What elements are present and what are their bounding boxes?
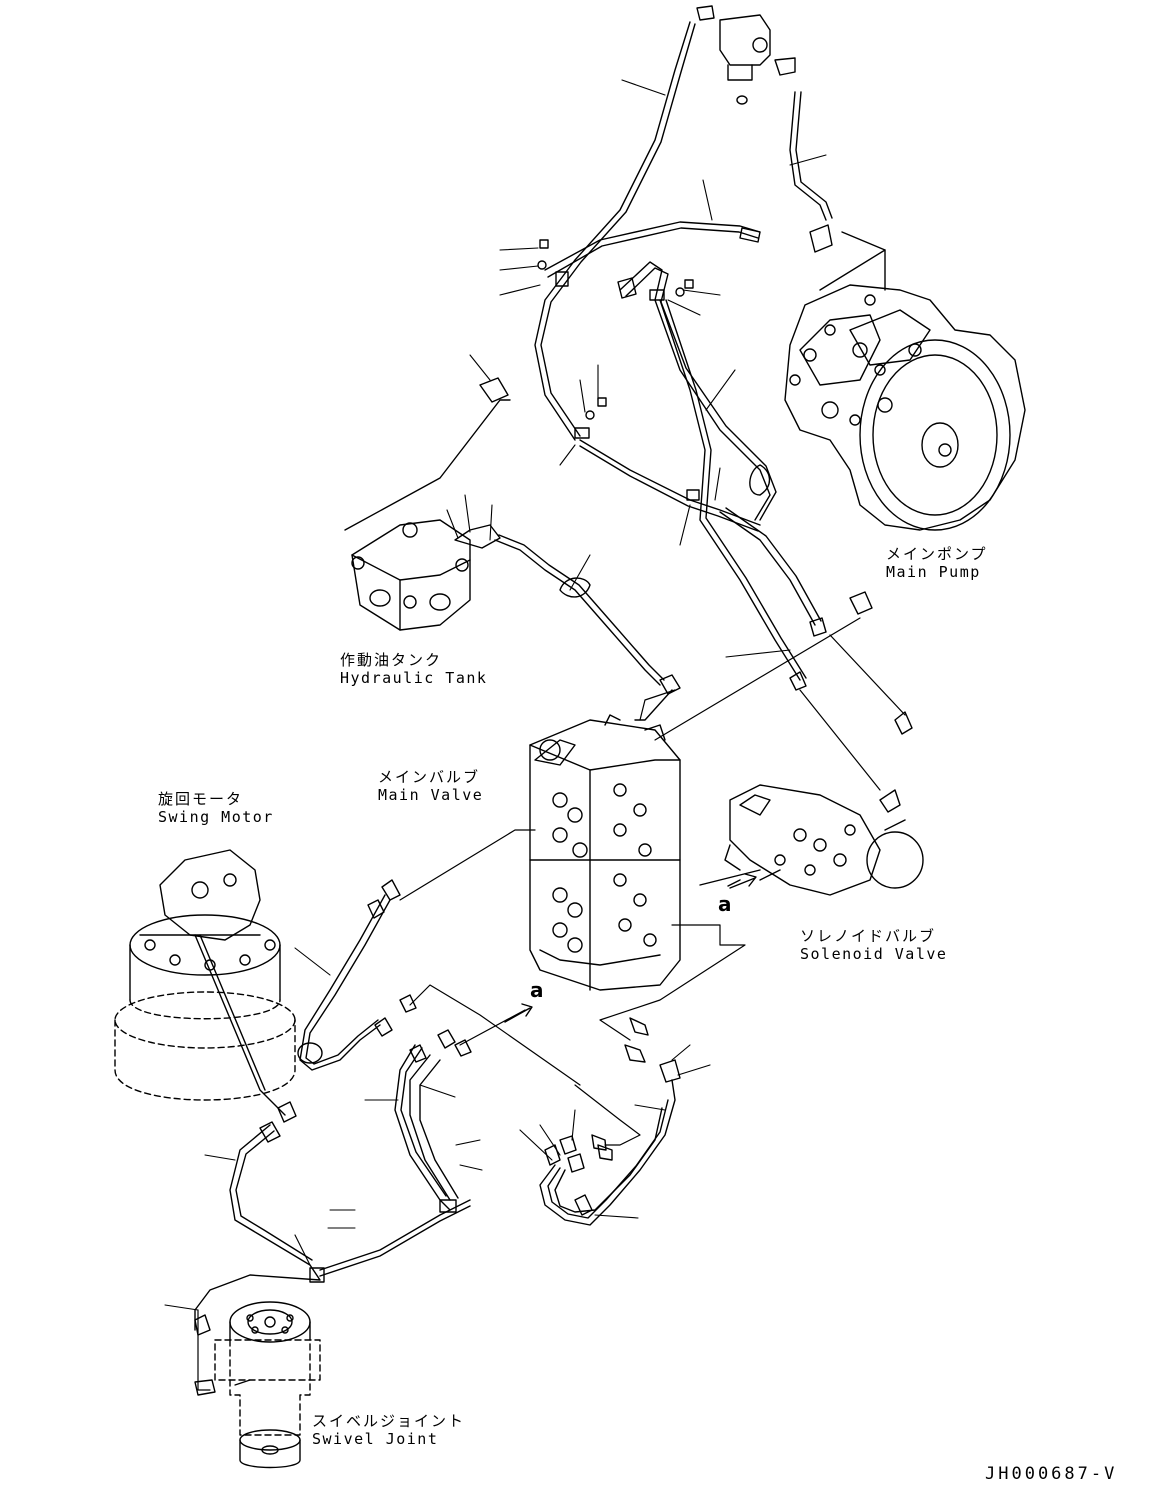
lower-connection-lines [197, 984, 641, 1391]
main-valve-label: メインバルブ Main Valve [378, 768, 483, 804]
swing-motor-label: 旋回モータ Swing Motor [158, 790, 274, 826]
hydraulic-tank-label: 作動油タンク Hydraulic Tank [340, 651, 487, 687]
main-pump-label-en: Main Pump [886, 563, 981, 581]
main-valve-label-jp: メインバルブ [378, 768, 481, 786]
main-pump-label-jp: メインポンプ [886, 545, 988, 563]
arrow-marker-a-right [729, 873, 757, 889]
drawing-code: JH000687-V [985, 1464, 1118, 1484]
valve-connection-lines [399, 617, 906, 1041]
arrow-marker-a-lower [504, 1003, 533, 1023]
swivel-joint-label: スイベルジョイント Swivel Joint [312, 1412, 465, 1448]
main-pump-label: メインポンプ Main Pump [886, 545, 988, 581]
upper-hoses [534, 21, 833, 681]
upper-leader-lines [446, 79, 827, 658]
hydraulic-tank-drawing [344, 399, 681, 721]
solenoid-valve-label-jp: ソレノイドバルブ [800, 927, 937, 945]
lower-leader-lines [164, 947, 711, 1311]
solenoid-valve-label: ソレノイドバルブ Solenoid Valve [800, 927, 947, 963]
hydraulic-tank-label-en: Hydraulic Tank [340, 669, 488, 687]
marker-a-lower: a [530, 978, 544, 1002]
marker-a-right: a [718, 892, 732, 916]
swing-motor-label-en: Swing Motor [158, 808, 274, 826]
upper-fittings [479, 224, 873, 691]
swing-motor-drawing [114, 849, 296, 1116]
lower-hoses [194, 879, 681, 1331]
swing-motor-label-jp: 旋回モータ [158, 790, 244, 808]
solenoid-valve-drawing [699, 711, 924, 896]
solenoid-valve-label-en: Solenoid Valve [800, 945, 948, 963]
swivel-joint-label-en: Swivel Joint [312, 1430, 439, 1448]
main-pump-drawing [784, 231, 1026, 531]
hydraulic-tank-label-jp: 作動油タンク [340, 651, 443, 669]
swivel-joint-label-jp: スイベルジョイント [312, 1412, 466, 1430]
top-filter-drawing [696, 5, 796, 105]
main-valve-drawing [529, 714, 681, 991]
main-valve-label-en: Main Valve [378, 786, 484, 804]
swivel-joint-drawing [194, 1301, 321, 1469]
